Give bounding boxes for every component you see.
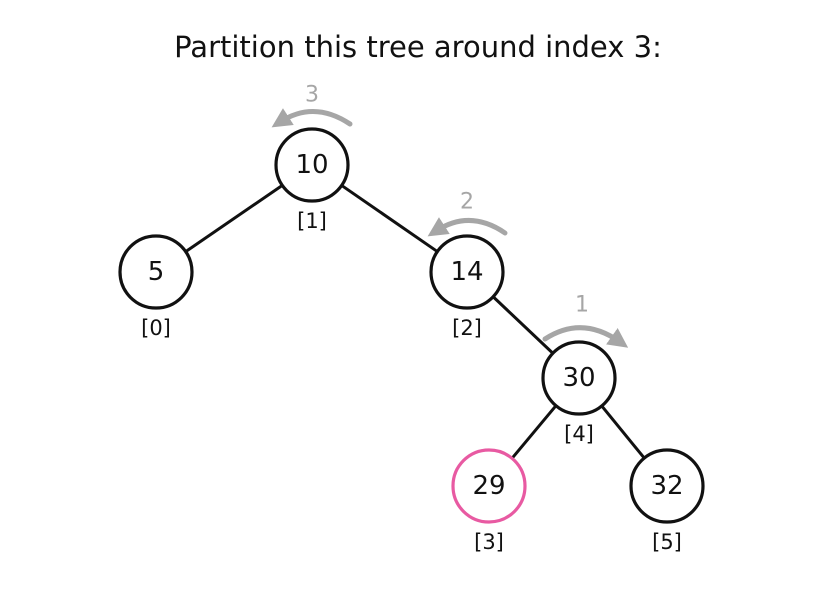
node-value: 14 [450, 257, 483, 287]
node-value: 10 [295, 150, 328, 180]
tree-node: 32 [5] [629, 448, 705, 554]
node-circle [118, 234, 194, 310]
rotation-step-label: 3 [305, 83, 319, 108]
node-circle [541, 340, 617, 416]
tree-node: 14 [2] [429, 234, 505, 340]
edge-n10-n5 [184, 184, 284, 253]
node-value: 5 [148, 257, 165, 287]
tree-node: 29 [3] [451, 448, 527, 554]
tree-node: 5 [0] [118, 234, 194, 340]
node-value: 30 [562, 363, 595, 393]
edge-n30-n32 [600, 404, 646, 460]
edge-n30-n29 [510, 404, 558, 460]
node-circle [451, 448, 527, 524]
rotation-arrow-2 [427, 217, 508, 237]
edge-n14-n30 [492, 295, 554, 355]
node-circle [429, 234, 505, 310]
edges [184, 184, 646, 460]
node-value: 32 [650, 471, 683, 501]
node-index-label: [5] [652, 530, 682, 554]
rotation-arrow-3 [271, 108, 353, 128]
rotation-arrow-1 [542, 325, 629, 348]
node-index-label: [1] [297, 209, 327, 233]
node-circle [274, 127, 350, 203]
edge-n10-n14 [340, 184, 439, 253]
node-index-label: [3] [474, 530, 504, 554]
nodes: 10 [1] 5 [0] 14 [2] 30 [4] 29 [3] 32 [5] [118, 127, 705, 554]
node-index-label: [0] [141, 316, 171, 340]
rotation-arrows: 3 2 1 [271, 83, 629, 348]
node-value: 29 [472, 471, 505, 501]
node-index-label: [4] [564, 422, 594, 446]
rotation-step-label: 2 [460, 190, 474, 215]
tree-node: 30 [4] [541, 340, 617, 446]
node-index-label: [2] [452, 316, 482, 340]
node-circle [629, 448, 705, 524]
tree-node: 10 [1] [274, 127, 350, 233]
rotation-step-label: 1 [575, 293, 589, 318]
page-title: Partition this tree around index 3: [174, 30, 662, 64]
